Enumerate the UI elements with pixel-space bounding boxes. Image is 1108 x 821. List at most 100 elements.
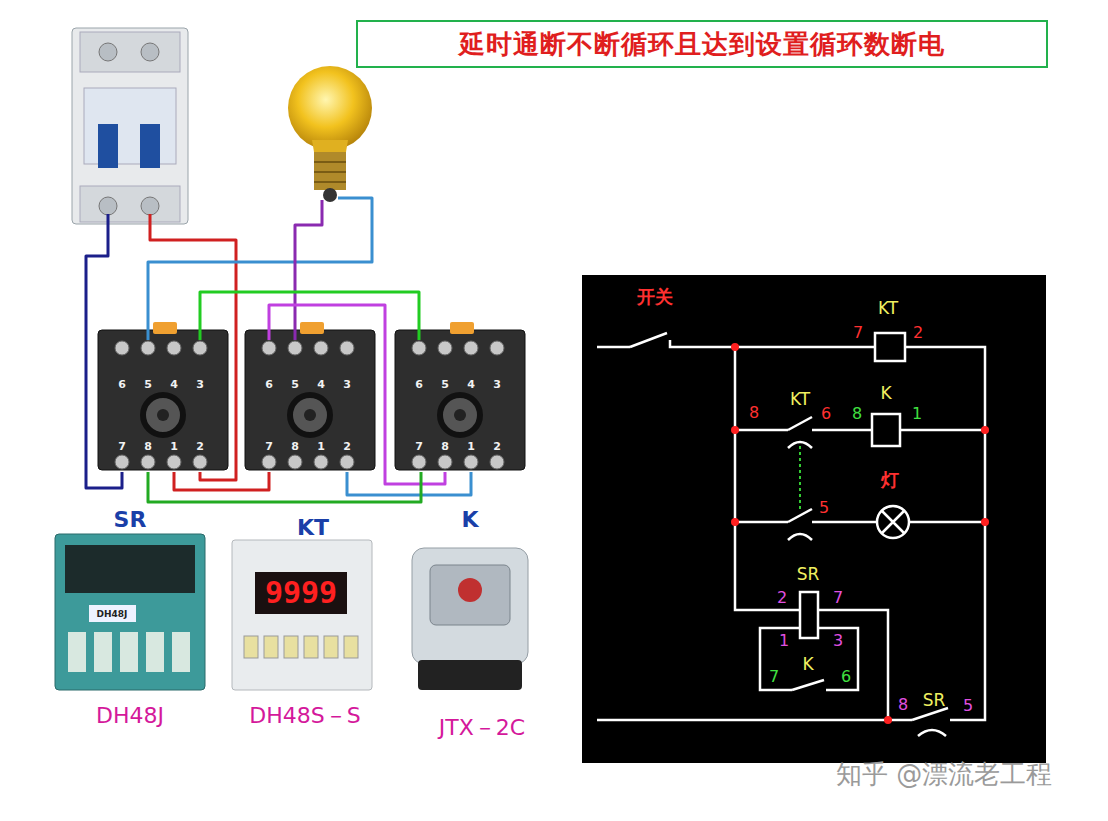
pin-number: 6 — [118, 379, 126, 390]
wire — [148, 198, 372, 340]
pin-number: 2 — [777, 590, 787, 606]
kt-timer-device — [304, 636, 318, 658]
pin-number: 5 — [144, 379, 152, 390]
title-box: 延时通断不断循环且达到设置循环数断电 — [356, 20, 1048, 68]
schematic-wire — [818, 628, 858, 690]
pin-number: 8 — [898, 697, 908, 713]
pin-number: 5 — [291, 379, 299, 390]
wire — [269, 305, 445, 484]
schematic-wire — [788, 534, 812, 540]
schematic-wire — [670, 340, 875, 347]
sr-counter-device — [94, 632, 112, 672]
pin-number: 4 — [317, 379, 325, 390]
pin-number: 5 — [819, 500, 829, 516]
schematic-wire — [735, 521, 788, 524]
light-bulb — [314, 161, 346, 163]
device-print: DH48J — [97, 610, 128, 619]
device-tag: SR — [114, 509, 147, 531]
pin-number: 8 — [852, 406, 862, 422]
component-tag: SR — [797, 566, 820, 583]
pin-number: 4 — [170, 379, 178, 390]
junction-dot — [731, 343, 989, 724]
component-tag: SR — [923, 692, 946, 709]
circuit-breaker — [141, 43, 159, 61]
pin-number: 8 — [144, 441, 152, 452]
pin-number: 7 — [833, 590, 843, 606]
pin-number: 3 — [833, 633, 843, 649]
kt-timer-device — [255, 572, 347, 614]
circuit-breaker — [80, 186, 180, 222]
illustration — [98, 322, 228, 470]
schematic-wire — [735, 347, 800, 610]
pin-number: 7 — [853, 325, 863, 341]
pin-number: 4 — [467, 379, 475, 390]
schematic-wire — [918, 730, 946, 736]
wire — [148, 472, 421, 502]
device-tag: KT — [297, 517, 329, 539]
sr-counter-device — [68, 632, 86, 672]
schematic-wire — [597, 333, 985, 736]
component-tag: KT — [790, 391, 810, 408]
schematic-panel — [582, 275, 1046, 763]
pin-number: 1 — [317, 441, 325, 452]
schematic-wire — [905, 347, 985, 720]
schematic-wire — [788, 509, 812, 522]
kt-timer-device — [324, 636, 338, 658]
schematic-wire — [800, 592, 818, 638]
pin-number: 3 — [493, 379, 501, 390]
k-relay-device — [412, 548, 528, 664]
model-name: JTX－2C — [439, 717, 525, 739]
schematic-wire — [900, 429, 985, 432]
pin-number: 1 — [170, 441, 178, 452]
component-tag: K — [880, 385, 891, 402]
component-tag: K — [802, 656, 813, 673]
light-bulb — [314, 181, 346, 183]
circuit-breaker — [141, 197, 159, 215]
wire — [347, 472, 471, 495]
pin-number: 6 — [415, 379, 423, 390]
pin-number: 6 — [841, 669, 851, 685]
pin-number: 5 — [963, 698, 973, 714]
pin-number: 7 — [415, 441, 423, 452]
wire — [86, 198, 471, 502]
switch-label: 开关 — [637, 288, 673, 306]
k-relay-device — [430, 565, 510, 625]
schematic-wire — [812, 521, 877, 524]
circuit-breaker — [84, 88, 176, 164]
circuit-breaker — [140, 124, 160, 168]
light-bulb — [314, 171, 346, 173]
light-bulb — [323, 188, 337, 202]
pin-number: 8 — [291, 441, 299, 452]
model-name: DH48S－S — [249, 705, 360, 727]
kt-timer-device — [284, 636, 298, 658]
pin-number: 7 — [769, 669, 779, 685]
illustration — [395, 322, 525, 470]
pin-number: 3 — [196, 379, 204, 390]
circuit-breaker — [98, 124, 118, 168]
light-bulb — [288, 66, 372, 202]
illustration — [245, 322, 375, 470]
wire — [86, 214, 122, 488]
sr-counter-device — [55, 534, 205, 690]
device-tag: K — [461, 509, 478, 531]
pin-number: 7 — [118, 441, 126, 452]
pin-number: 2 — [343, 441, 351, 452]
pin-number: 6 — [821, 406, 831, 422]
kt-timer-device — [232, 540, 372, 690]
light-bulb — [288, 66, 372, 150]
schematic-wire — [760, 628, 800, 690]
schematic-wire — [597, 719, 912, 722]
schematic-wire — [812, 429, 872, 432]
pin-number: 8 — [441, 441, 449, 452]
pin-number: 6 — [265, 379, 273, 390]
sr-counter-device — [146, 632, 164, 672]
sr-counter-device — [89, 605, 136, 622]
schematic-wire — [875, 333, 905, 361]
wire — [150, 214, 236, 480]
schematic-wire — [735, 429, 788, 432]
junction-dot — [981, 518, 989, 526]
pin-number: 1 — [779, 633, 789, 649]
model-name: DH48J — [96, 705, 164, 727]
k-relay-device — [458, 578, 482, 602]
